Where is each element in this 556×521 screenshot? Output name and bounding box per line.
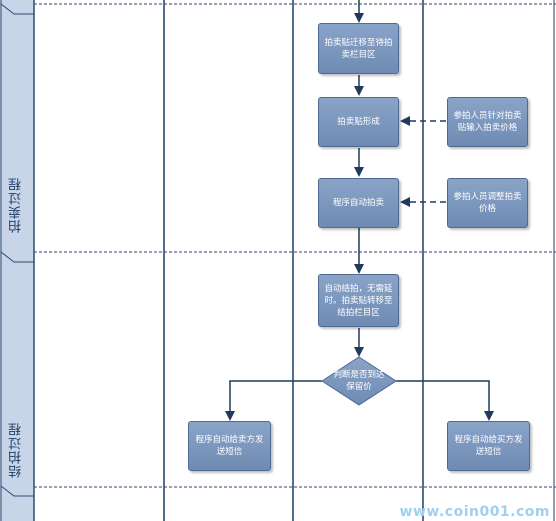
- lane-header-bar: [0, 0, 34, 521]
- node-sms-buyer[interactable]: 程序自动给买方发送短信: [447, 421, 530, 471]
- node-post-formed-label: 拍卖贴形成: [337, 117, 380, 127]
- node-auto-close-label: 自动结拍，无需延时。拍卖贴转移至结拍栏目区: [324, 283, 393, 318]
- connector-check-to-seller: [225, 380, 322, 421]
- node-participant-bid-label: 参拍人员针对拍卖贴输入拍卖价格: [453, 111, 522, 133]
- decision-diamond: [321, 356, 397, 406]
- lane-label-auction: 拍卖过程: [8, 177, 24, 233]
- lane-chevron-mid: [0, 251, 34, 263]
- node-check-reserve-label: 判断是否到达保留价: [333, 370, 385, 392]
- node-participant-bid[interactable]: 参拍人员针对拍卖贴输入拍卖价格: [447, 97, 528, 147]
- node-auto-auction[interactable]: 程序自动拍卖: [318, 178, 399, 228]
- node-auto-auction-label: 程序自动拍卖: [332, 198, 384, 208]
- node-move-post[interactable]: 拍卖贴迁移至待拍卖栏目区: [318, 23, 399, 74]
- lane-label-closing: 结拍过程: [8, 422, 24, 478]
- node-move-post-label: 拍卖贴迁移至待拍卖栏目区: [324, 37, 393, 60]
- node-sms-buyer-label: 程序自动给买方发送短信: [454, 435, 523, 457]
- lane-chevron-bottom: [0, 485, 34, 497]
- node-sms-seller[interactable]: 程序自动给卖方发送短信: [188, 421, 271, 471]
- node-sms-seller-label: 程序自动给卖方发送短信: [195, 435, 264, 457]
- node-check-reserve[interactable]: 判断是否到达保留价: [322, 370, 396, 392]
- node-adjust-price[interactable]: 参拍人员调整拍卖价格: [447, 178, 528, 228]
- node-post-formed[interactable]: 拍卖贴形成: [318, 97, 399, 147]
- lane-chevron-top: [0, 3, 34, 15]
- connector-check-to-buyer: [396, 380, 494, 421]
- watermark: www.coin001.com: [399, 504, 550, 520]
- node-auto-close[interactable]: 自动结拍，无需延时。拍卖贴转移至结拍栏目区: [318, 274, 399, 327]
- node-adjust-price-label: 参拍人员调整拍卖价格: [453, 192, 522, 214]
